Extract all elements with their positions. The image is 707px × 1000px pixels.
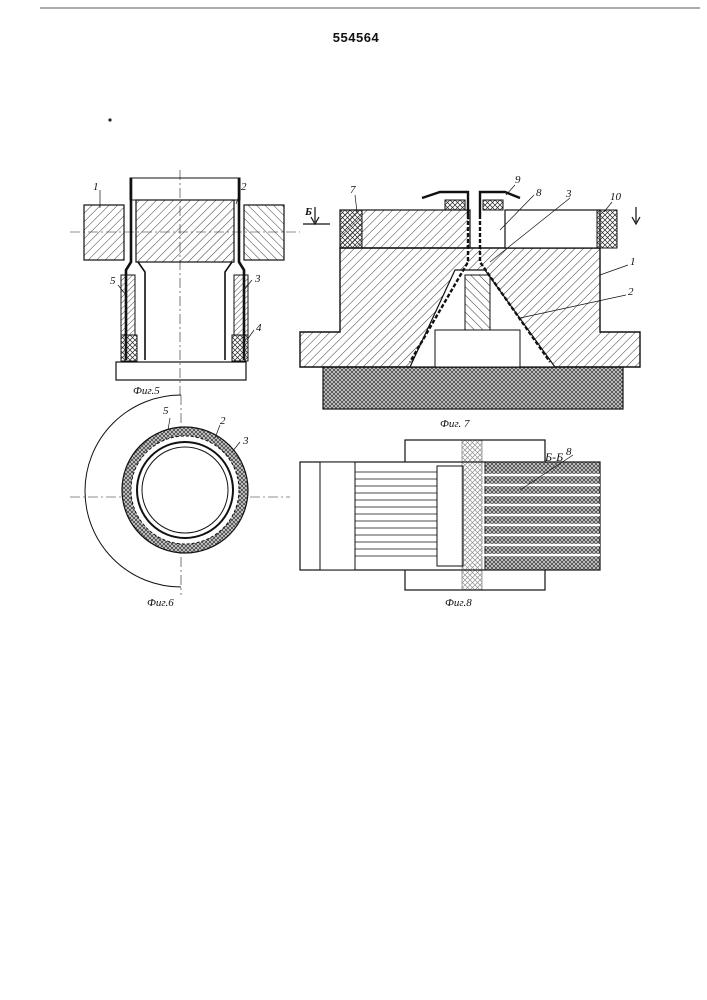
fig5-punch [136, 200, 234, 262]
fig5-inner-wall-left [138, 262, 145, 360]
fig7-insert-10 [597, 210, 617, 248]
fig5-die-left [84, 205, 124, 260]
fig7-clamp-block-right [483, 200, 503, 210]
fig8-caption: Фиг.8 [445, 597, 472, 609]
fig8-label-8: 8 [566, 446, 572, 458]
fig5-label-2: 2 [241, 181, 247, 193]
fig5-label-4: 4 [256, 322, 262, 334]
fig6-label-5: 5 [163, 405, 169, 417]
figure-8: Б-Б [300, 440, 600, 609]
fig7-cone-core [465, 275, 490, 330]
figure-7: Б 7 9 8 3 10 1 2 Фиг. 7 [300, 174, 640, 430]
fig5-die-right [244, 205, 284, 260]
fig7-label-3: 3 [565, 188, 572, 200]
fig6-label-3: 3 [242, 435, 249, 447]
fig5-label-1: 1 [93, 181, 99, 193]
fig7-label-1: 1 [630, 256, 636, 268]
fig7-label-9: 9 [515, 174, 521, 186]
fig7-label-8: 8 [536, 187, 542, 199]
fig7-label-7: 7 [350, 184, 356, 196]
fig5-ring-right [232, 335, 248, 361]
fig6-inner-ring [142, 447, 228, 533]
fig5-label-3: 3 [254, 273, 261, 285]
fig5-label-5: 5 [110, 275, 116, 287]
figure-6: 5 2 3 Фиг.6 [70, 395, 290, 609]
fig5-insert-right [234, 275, 248, 335]
fig7-base-plate [323, 367, 623, 409]
fig5-ring-left [121, 335, 137, 361]
fig7-inner-base [435, 330, 520, 367]
fig7-section-mark: Б [304, 206, 312, 218]
fig6-caption: Фиг.6 [147, 597, 174, 609]
fig7-label-10: 10 [610, 191, 622, 203]
fig5-base [116, 362, 246, 380]
fig7-plate-right [505, 210, 600, 248]
fig8-center-clamp [437, 466, 463, 566]
fig5-caption: Фиг.5 [133, 385, 160, 397]
ink-dot [108, 118, 111, 121]
fig7-leader-1 [600, 265, 628, 275]
figure-5: 1 2 5 3 4 Фиг.5 [70, 170, 300, 397]
fig7-caption: Фиг. 7 [440, 418, 470, 430]
fig6-label-2: 2 [220, 415, 226, 427]
fig6-leader-3 [232, 442, 240, 452]
fig8-left-block [320, 462, 355, 570]
fig5-inner-wall-right [225, 262, 232, 360]
fig7-left-insert [340, 210, 362, 248]
fig7-clamp-block-left [445, 200, 465, 210]
fig5-tube-top [130, 178, 240, 200]
fig6-leader-5 [168, 418, 170, 430]
fig5-insert-left [121, 275, 135, 335]
fig7-label-2: 2 [628, 286, 634, 298]
fig8-sheet-stack [462, 440, 482, 590]
